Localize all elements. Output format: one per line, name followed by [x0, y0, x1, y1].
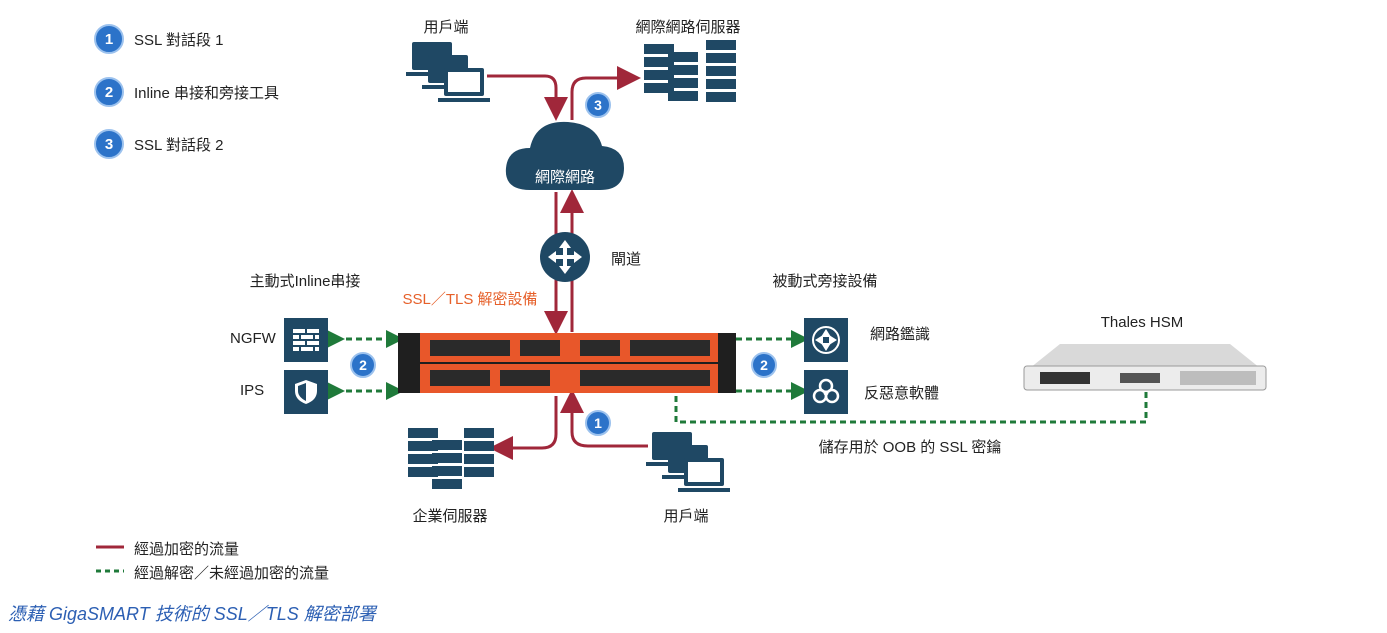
aperture-icon	[804, 318, 848, 362]
anti-malware-label: 反惡意軟體	[864, 385, 940, 402]
ngfw-label: NGFW	[230, 330, 276, 347]
internet-cloud-icon	[505, 121, 624, 190]
decrypted-traffic-legend: 經過解密／未經過加密的流量	[134, 565, 330, 582]
legend-item-session2: 3 SSL 對話段 2	[94, 129, 223, 159]
tap-tools-badge: 2	[751, 352, 777, 378]
gateway-label: 閘道	[611, 251, 642, 268]
number-badge: 3	[94, 129, 124, 159]
server-stack-icon	[644, 40, 736, 102]
legend-label: Inline 串接和旁接工具	[134, 84, 280, 102]
number-badge: 1	[94, 24, 124, 54]
web-server-label: 網際網路伺服器	[635, 19, 741, 36]
legend-item-inline-tools: 2 Inline 串接和旁接工具	[94, 77, 279, 107]
decrypted-flow-lines	[327, 330, 1148, 424]
user-bottom-label: 用戶端	[663, 508, 709, 525]
gateway-router-icon	[540, 232, 590, 282]
shield-icon	[284, 370, 328, 414]
thales-hsm-label: Thales HSM	[1100, 314, 1184, 331]
encrypted-traffic-legend: 經過加密的流量	[134, 541, 240, 558]
decrypt-device-label: SSL／TLS 解密設備	[402, 291, 538, 308]
session1-badge: 1	[585, 410, 611, 436]
server-stack-icon	[408, 428, 494, 489]
inline-tools-badge: 2	[350, 352, 376, 378]
biohazard-icon	[804, 370, 848, 414]
inline-active-label: 主動式Inline串接	[249, 273, 361, 290]
number-badge: 2	[94, 77, 124, 107]
laptop-icon	[646, 432, 730, 492]
enterprise-server-label: 企業伺服器	[412, 508, 488, 525]
legend-label: SSL 對話段 2	[134, 136, 224, 154]
decryption-appliance	[398, 333, 736, 393]
diagram-caption: 憑藉 GigaSMART 技術的 SSL／TLS 解密部署	[8, 604, 376, 624]
thales-hsm-appliance	[1023, 344, 1267, 391]
network-forensics-label: 網路鑑識	[870, 326, 931, 343]
ips-label: IPS	[240, 382, 265, 399]
laptop-icon	[406, 42, 490, 102]
firewall-icon	[284, 318, 328, 362]
legend-label: SSL 對話段 1	[134, 31, 224, 49]
internet-label: 網際網路	[534, 169, 596, 186]
legend-item-session1: 1 SSL 對話段 1	[94, 24, 223, 54]
user-top-label: 用戶端	[423, 19, 469, 36]
session2-badge: 3	[585, 92, 611, 118]
passive-tap-label: 被動式旁接設備	[772, 273, 878, 290]
oob-key-label: 儲存用於 OOB 的 SSL 密鑰	[818, 439, 1002, 456]
